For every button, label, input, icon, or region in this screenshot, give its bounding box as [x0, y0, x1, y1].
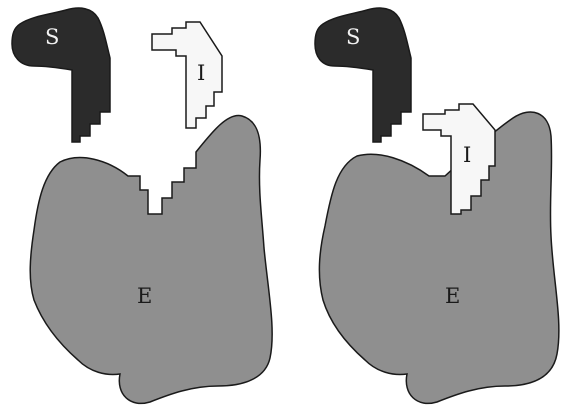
label-i-left: I [197, 61, 205, 85]
piece-e-left [29, 114, 273, 405]
label-s-right: S [346, 25, 360, 49]
right-panel: S I E [314, 7, 560, 405]
label-s-left: S [45, 25, 59, 49]
piece-s-left [11, 7, 111, 143]
left-panel: S I E [11, 7, 273, 405]
label-e-right: E [445, 284, 460, 308]
piece-i-right [422, 103, 496, 215]
label-e-left: E [137, 284, 152, 308]
label-i-right: I [463, 143, 471, 167]
piece-i-left [151, 21, 223, 129]
piece-e-right [318, 111, 560, 405]
piece-s-right [314, 7, 412, 143]
